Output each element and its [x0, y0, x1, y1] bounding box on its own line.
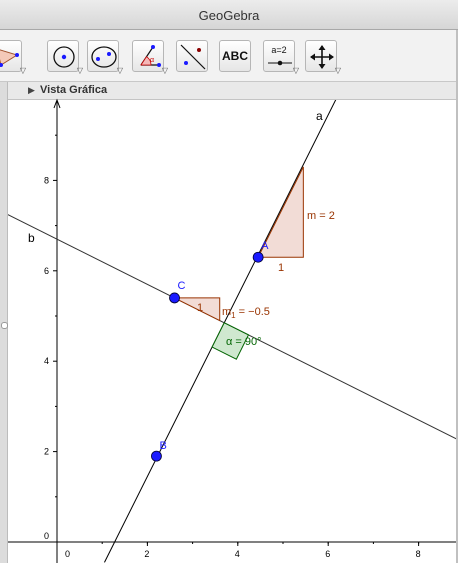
conic-tool-button[interactable]: ▽ — [87, 40, 123, 75]
dropdown-triangle-icon: ▽ — [76, 66, 83, 75]
x-tick-label: 0 — [65, 549, 70, 559]
angle-label: α = 90° — [226, 336, 262, 348]
slider-tool-label: a=2 — [271, 45, 287, 55]
angle-icon: α — [140, 45, 161, 67]
slope-triangle-a[interactable] — [257, 166, 304, 258]
point-c[interactable] — [169, 292, 180, 304]
window-right-border — [456, 30, 458, 563]
polygon-icon — [0, 49, 19, 67]
splitter-handle[interactable] — [1, 322, 8, 329]
slider-icon — [268, 60, 292, 66]
point-b-label: B — [159, 440, 166, 452]
angle-tool-button[interactable]: α ▽ — [132, 40, 168, 75]
slope-b-symbol: m — [222, 306, 231, 318]
reflect-line-icon — [180, 44, 206, 70]
line-a-label: a — [316, 109, 323, 123]
right-angle-marker[interactable] — [211, 322, 250, 360]
y-tick-label: 6 — [44, 266, 49, 276]
slope-b-label: m1 = −0.5 — [222, 306, 270, 320]
circle-tool-button[interactable]: ▽ — [47, 40, 83, 75]
slope-a-run-label: 1 — [278, 262, 284, 274]
slider-tool-button[interactable]: a=2 ▽ — [263, 40, 299, 75]
slope-b-value: = −0.5 — [236, 306, 270, 318]
dropdown-triangle-icon: ▽ — [161, 66, 168, 75]
dropdown-triangle-icon: ▽ — [19, 66, 26, 75]
svg-text:α: α — [150, 57, 154, 64]
circle-center-point-icon — [53, 46, 75, 68]
line-b-label: b — [28, 231, 35, 245]
y-tick-label: 2 — [44, 447, 49, 457]
move-view-tool-button[interactable]: ▽ — [305, 40, 341, 75]
text-tool-button[interactable]: ABC — [219, 40, 251, 72]
point-a[interactable] — [252, 251, 264, 263]
reflect-tool-button[interactable] — [176, 40, 208, 72]
expand-triangle-icon[interactable]: ▶ — [28, 85, 35, 95]
slope-triangle-b[interactable] — [174, 297, 221, 322]
graphics-view-header[interactable]: ▶ Vista Gráfica — [0, 82, 458, 100]
point-c-label: C — [178, 280, 186, 292]
window-title: GeoGebra — [198, 8, 260, 23]
view-splitter[interactable] — [0, 82, 8, 563]
move-arrows-icon — [310, 45, 334, 69]
x-tick-label: 8 — [416, 549, 421, 559]
x-tick-label: 4 — [235, 549, 240, 559]
graphics-view-title: Vista Gráfica — [40, 84, 108, 96]
point-a-label: A — [261, 240, 269, 252]
construction-layer — [8, 100, 458, 563]
slope-b-run-label: 1 — [197, 302, 203, 314]
dropdown-triangle-icon: ▽ — [334, 66, 341, 75]
polygon-tool-button[interactable]: ▽ — [0, 40, 26, 75]
title-bar: GeoGebra — [0, 0, 458, 30]
slope-a-label: m = 2 — [307, 210, 335, 222]
x-tick-label: 6 — [325, 549, 330, 559]
y-tick-label: 4 — [44, 356, 49, 366]
dropdown-triangle-icon: ▽ — [292, 66, 299, 75]
y-axis-arrow — [53, 98, 61, 109]
point-b[interactable] — [151, 450, 162, 462]
toolbar: ▽ ▽ ▽ α ▽ ABC a=2 — [0, 30, 458, 82]
dropdown-triangle-icon: ▽ — [116, 66, 123, 75]
x-tick-label: 2 — [144, 549, 149, 559]
ellipse-icon — [91, 46, 117, 68]
y-tick-label: 8 — [44, 175, 49, 185]
slope-b-subscript: 1 — [231, 311, 236, 320]
text-tool-label: ABC — [222, 49, 248, 63]
y-tick-label: 0 — [44, 531, 49, 541]
